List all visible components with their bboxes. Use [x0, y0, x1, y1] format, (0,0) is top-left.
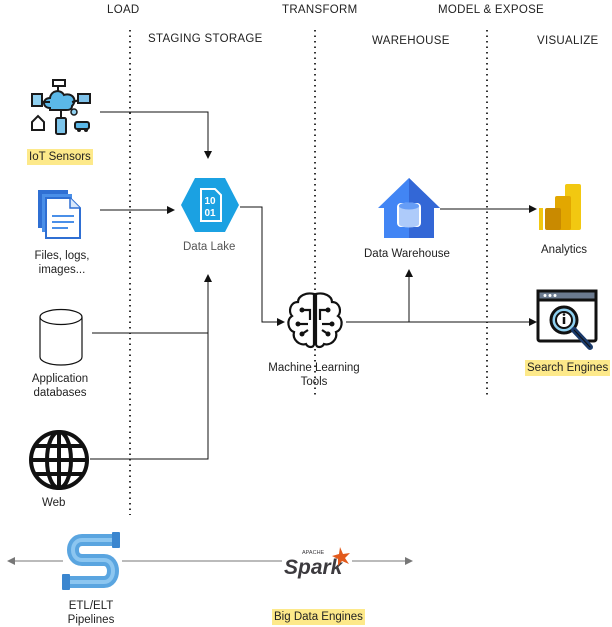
etl-elt-pipelines-label: ETL/ELT Pipelines	[67, 600, 115, 626]
data-lake-label: Data Lake	[183, 241, 236, 253]
data-lake-hexagon-icon: 10 01	[181, 178, 239, 232]
iot-network-icon	[31, 79, 91, 135]
database-cylinder-icon	[39, 308, 83, 366]
power-bi-icon	[539, 184, 581, 230]
header-visualize: VISUALIZE	[537, 35, 599, 47]
arrow-iot-to-lake	[100, 111, 212, 159]
search-engine-icon	[536, 289, 598, 350]
globe-icon	[29, 430, 89, 490]
search-engines-label: Search Engines	[525, 360, 611, 376]
header-model-expose: MODEL & EXPOSE	[438, 4, 545, 16]
header-transform: TRANSFORM	[282, 4, 358, 16]
big-data-engines-label: Big Data Engines	[272, 609, 365, 625]
svg-text:01: 01	[204, 208, 216, 219]
analytics-label: Analytics	[541, 244, 588, 256]
application-databases-label: Application databases	[31, 373, 89, 399]
header-staging-storage: STAGING STORAGE	[148, 33, 263, 45]
svg-text:APACHE: APACHE	[302, 550, 325, 556]
svg-text:Spark: Spark	[284, 556, 344, 579]
iot-sensors-label: IoT Sensors	[27, 149, 93, 165]
header-load: LOAD	[107, 4, 140, 16]
ml-tools-label: Machine Learning Tools	[268, 362, 360, 388]
document-stack-icon	[38, 190, 81, 239]
arrow-web-to-lake	[90, 333, 209, 460]
arrow-app-to-lake	[92, 274, 212, 334]
files-logs-label: Files, logs, images...	[34, 250, 90, 276]
data-warehouse-label: Data Warehouse	[364, 248, 450, 260]
brain-circuit-icon	[287, 292, 343, 349]
spark-logo-icon: APACHE Spark	[284, 547, 350, 579]
pipeline-icon	[62, 532, 120, 590]
svg-text:10: 10	[204, 196, 216, 207]
warehouse-icon	[378, 178, 440, 238]
arrow-lake-to-ml	[240, 206, 285, 326]
web-label: Web	[42, 497, 66, 509]
header-warehouse: WAREHOUSE	[372, 35, 450, 47]
